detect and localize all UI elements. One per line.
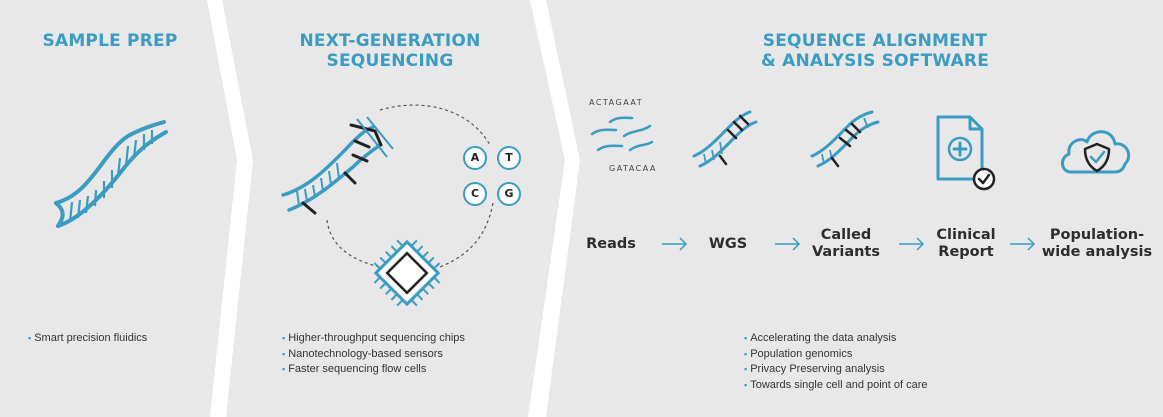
section-title-sample-prep: SAMPLE PREP xyxy=(42,31,178,51)
cloud-shield-icon xyxy=(1061,130,1131,174)
base-circle-t: T xyxy=(497,146,521,170)
base-circle-a: A xyxy=(463,146,487,170)
list-item: Smart precision fluidics xyxy=(28,331,147,347)
panel-sequencing xyxy=(222,0,565,417)
base-circle-g: G xyxy=(497,182,521,206)
wgs-dna-icon xyxy=(692,110,758,168)
section-title-analysis: SEQUENCE ALIGNMENT & ANALYSIS SOFTWARE xyxy=(760,31,990,71)
arrow-icon xyxy=(775,237,801,251)
arrow-icon xyxy=(1010,237,1036,251)
list-item: Accelerating the data analysis xyxy=(744,331,928,347)
list-item: Population genomics xyxy=(744,347,928,363)
panel-sample-prep xyxy=(0,0,237,417)
panel-analysis xyxy=(546,0,1163,417)
dna-sequencing-icon xyxy=(281,104,494,307)
list-item: Towards single cell and point of care xyxy=(744,378,927,394)
sequencing-chip-icon xyxy=(373,239,441,307)
arrow-icon xyxy=(662,237,688,251)
arrow-icon xyxy=(899,237,925,251)
step-reads: Reads xyxy=(586,236,636,252)
bullets-sequencing: Higher-throughput sequencing chips Nanot… xyxy=(282,331,465,378)
list-item: Higher-throughput sequencing chips xyxy=(282,331,465,347)
step-wgs: WGS xyxy=(708,236,748,252)
read-sequence-top: ACTAGAAT xyxy=(589,98,644,107)
dna-icon xyxy=(54,120,168,228)
base-circle-c: C xyxy=(463,182,487,206)
list-item: Privacy Preserving analysis xyxy=(744,362,928,378)
variants-dna-icon xyxy=(810,110,880,168)
section-title-sequencing: NEXT-GENERATION SEQUENCING xyxy=(299,31,481,71)
clinical-report-icon xyxy=(936,115,996,191)
read-sequence-bottom: GATACAA xyxy=(609,164,657,173)
step-clinical-report: Clinical Report xyxy=(936,227,996,260)
step-population-analysis: Population- wide analysis xyxy=(1041,227,1153,260)
bullets-analysis: Accelerating the data analysis Populatio… xyxy=(744,331,928,394)
list-item: Faster sequencing flow cells xyxy=(282,362,465,378)
reads-icon xyxy=(590,116,654,152)
list-item: Nanotechnology-based sensors xyxy=(282,347,465,363)
step-called-variants: Called Variants xyxy=(811,227,880,260)
bullets-sample-prep: Smart precision fluidics xyxy=(28,331,147,347)
